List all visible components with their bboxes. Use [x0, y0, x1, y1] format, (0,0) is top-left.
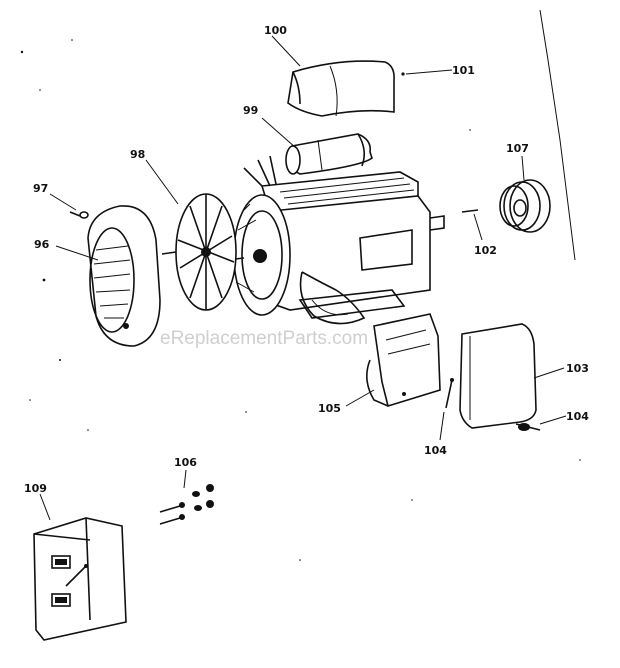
callout-96: 96: [34, 238, 50, 251]
leader-102: [473, 213, 483, 241]
leader-103: [533, 367, 565, 379]
leader-104-right: [539, 415, 567, 425]
capacitor: [285, 133, 373, 175]
terminal-screw: [445, 379, 453, 409]
leader-104-left: [439, 411, 445, 441]
leader-105: [345, 389, 375, 407]
leader-97: [49, 193, 77, 211]
leader-106: [183, 469, 187, 489]
callout-109: 109: [24, 482, 47, 495]
callout-103: 103: [566, 362, 589, 375]
callout-104-right: 104: [566, 410, 589, 423]
page-edge-line: [539, 9, 576, 261]
fan: [161, 193, 237, 311]
callout-100: 100: [264, 24, 287, 37]
watermark: eReplacementParts.com: [160, 328, 368, 349]
scan-speckles: [20, 39, 581, 561]
fan-cover: [87, 205, 161, 347]
leader-99: [261, 117, 297, 149]
pulley: [499, 179, 551, 233]
leader-107: [521, 155, 525, 181]
callout-106: 106: [174, 456, 197, 469]
callout-101: 101: [452, 64, 475, 77]
hardware-set: [159, 484, 214, 525]
part-101-marker: [401, 72, 405, 76]
shaft-key: [461, 209, 479, 213]
leader-98: [145, 159, 179, 205]
leader-101: [405, 69, 453, 75]
cover-screw: [69, 211, 89, 219]
capacitor-cover: [287, 60, 395, 117]
callout-102: 102: [474, 244, 497, 257]
end-cover: [459, 323, 537, 429]
leader-100: [271, 35, 301, 67]
callout-105: 105: [318, 402, 341, 415]
leader-109: [39, 493, 51, 521]
callout-99: 99: [243, 104, 258, 117]
callout-98: 98: [130, 148, 145, 161]
leader-96: [55, 245, 99, 261]
callout-107: 107: [506, 142, 529, 155]
strain-relief: [515, 423, 541, 431]
callout-97: 97: [33, 182, 48, 195]
terminal-board: [366, 313, 441, 408]
motor-body: [225, 155, 445, 325]
switch-box: [33, 517, 127, 641]
callout-104-left: 104: [424, 444, 447, 457]
